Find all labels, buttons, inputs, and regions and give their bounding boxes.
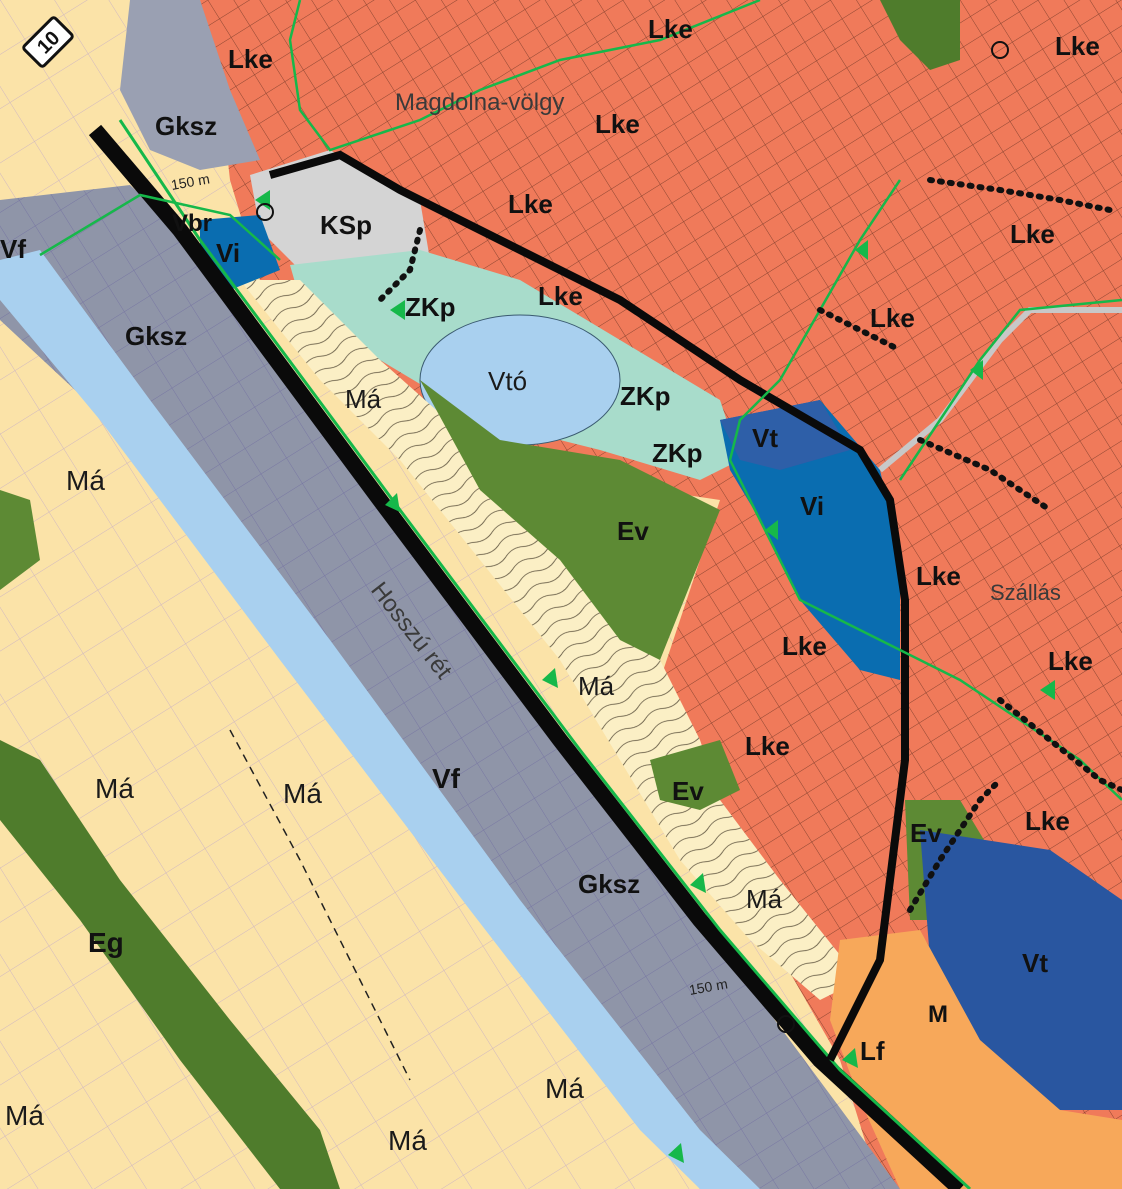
label-vi-top: Vi bbox=[216, 238, 240, 268]
label-m: M bbox=[928, 1001, 948, 1028]
dotted-boundary-2 bbox=[817, 307, 903, 353]
green-route-east bbox=[728, 179, 1122, 801]
label-ma-7: Má bbox=[545, 1073, 584, 1104]
label-lke-9: Lke bbox=[916, 561, 961, 591]
label-ma-4: Má bbox=[95, 773, 134, 804]
route-arrow bbox=[390, 300, 405, 320]
label-zkp-3: ZKp bbox=[652, 438, 703, 468]
label-vbr: Vbr bbox=[172, 210, 212, 237]
label-vf-left: Vf bbox=[0, 234, 26, 264]
route-arrow bbox=[970, 360, 983, 380]
distance-label-top: 150 m bbox=[170, 170, 211, 193]
label-lke-6: Lke bbox=[1010, 219, 1055, 249]
route-arrow bbox=[855, 240, 868, 260]
label-ma-1: Má bbox=[345, 384, 382, 414]
label-lke-13: Lke bbox=[1025, 806, 1070, 836]
zone-forest-eg bbox=[0, 740, 340, 1189]
label-lke-12: Lke bbox=[745, 731, 790, 761]
label-lke-1: Lke bbox=[228, 44, 273, 74]
marker-circle bbox=[991, 41, 1009, 59]
marker-circle bbox=[777, 1015, 795, 1033]
zone-water-vt-upper bbox=[720, 400, 900, 680]
route-arrow bbox=[542, 668, 558, 688]
label-ma-5: Má bbox=[283, 778, 322, 809]
label-lke-5: Lke bbox=[508, 189, 553, 219]
zone-water-vt-lower bbox=[920, 830, 1122, 1110]
label-ev-main: Ev bbox=[617, 516, 649, 546]
label-vt-top: Vt bbox=[752, 423, 778, 453]
main-road bbox=[88, 124, 966, 1189]
label-ma-2: Má bbox=[66, 465, 105, 496]
label-zkp-1: ZKp bbox=[405, 292, 456, 322]
label-ev-small: Ev bbox=[672, 776, 704, 806]
route-arrow bbox=[1040, 680, 1055, 700]
zone-forest-top bbox=[880, 0, 960, 70]
zone-water-vt-dark bbox=[720, 400, 850, 470]
green-route-north bbox=[288, 0, 761, 152]
label-vto: Vtó bbox=[488, 366, 527, 396]
zone-forest-ev-left bbox=[0, 490, 40, 590]
zone-forest-ev-main bbox=[420, 380, 720, 660]
label-ma-6: Má bbox=[746, 884, 783, 914]
zone-water-vf bbox=[0, 250, 760, 1189]
green-route-west bbox=[39, 193, 281, 261]
dotted-boundary-1 bbox=[927, 177, 1113, 213]
label-lke-10: Lke bbox=[782, 631, 827, 661]
label-ev-right: Ev bbox=[910, 818, 942, 848]
marker-circle bbox=[256, 203, 274, 221]
zone-industrial-top bbox=[120, 0, 260, 170]
label-gksz-bottom: Gksz bbox=[578, 869, 640, 899]
label-eg: Eg bbox=[88, 927, 124, 958]
dotted-boundary-6 bbox=[377, 227, 423, 303]
route-arrow bbox=[765, 520, 778, 540]
route-arrow bbox=[690, 873, 706, 893]
gray-road bbox=[878, 307, 1122, 473]
label-lke-7: Lke bbox=[538, 281, 583, 311]
zone-industrial-grid bbox=[0, 185, 900, 1189]
route-arrow bbox=[842, 1048, 858, 1068]
dotted-boundary-5 bbox=[997, 697, 1122, 793]
label-ma-8: Má bbox=[388, 1125, 427, 1156]
label-vt-bottom: Vt bbox=[1022, 948, 1048, 978]
label-lf: Lf bbox=[860, 1036, 885, 1066]
route-arrows bbox=[255, 190, 1055, 1163]
label-lke-2: Lke bbox=[648, 14, 693, 44]
zone-agri-hill-contours bbox=[240, 280, 860, 1000]
dashed-line bbox=[229, 729, 411, 1081]
label-vf-center: Vf bbox=[432, 763, 461, 794]
label-lke-4: Lke bbox=[595, 109, 640, 139]
dotted-boundary-3 bbox=[917, 437, 1053, 513]
zone-forest-ev-small bbox=[650, 740, 740, 810]
label-zkp-2: ZKp bbox=[620, 381, 671, 411]
label-vi-right: Vi bbox=[800, 491, 824, 521]
label-gksz-mid: Gksz bbox=[125, 321, 187, 351]
secondary-road bbox=[268, 150, 909, 1062]
label-ma-9: Má bbox=[5, 1100, 44, 1131]
zone-orange-lf bbox=[830, 930, 1122, 1189]
main-road-green-line bbox=[118, 119, 972, 1189]
label-ma-3: Má bbox=[578, 671, 615, 701]
label-lke-11: Lke bbox=[1048, 646, 1093, 676]
place-szallas: Szállás bbox=[990, 580, 1061, 605]
label-lke-8: Lke bbox=[870, 303, 915, 333]
distance-label-bottom: 150 m bbox=[688, 975, 729, 998]
route-arrow bbox=[668, 1143, 684, 1163]
green-route-right bbox=[898, 298, 1122, 481]
dotted-boundary-4 bbox=[907, 777, 1003, 913]
route-arrow bbox=[385, 493, 400, 512]
label-ksp: KSp bbox=[320, 210, 372, 240]
label-lke-3: Lke bbox=[1055, 31, 1100, 61]
place-magdolna-volgy: Magdolna-völgy bbox=[395, 89, 564, 116]
label-gksz-top: Gksz bbox=[155, 111, 217, 141]
